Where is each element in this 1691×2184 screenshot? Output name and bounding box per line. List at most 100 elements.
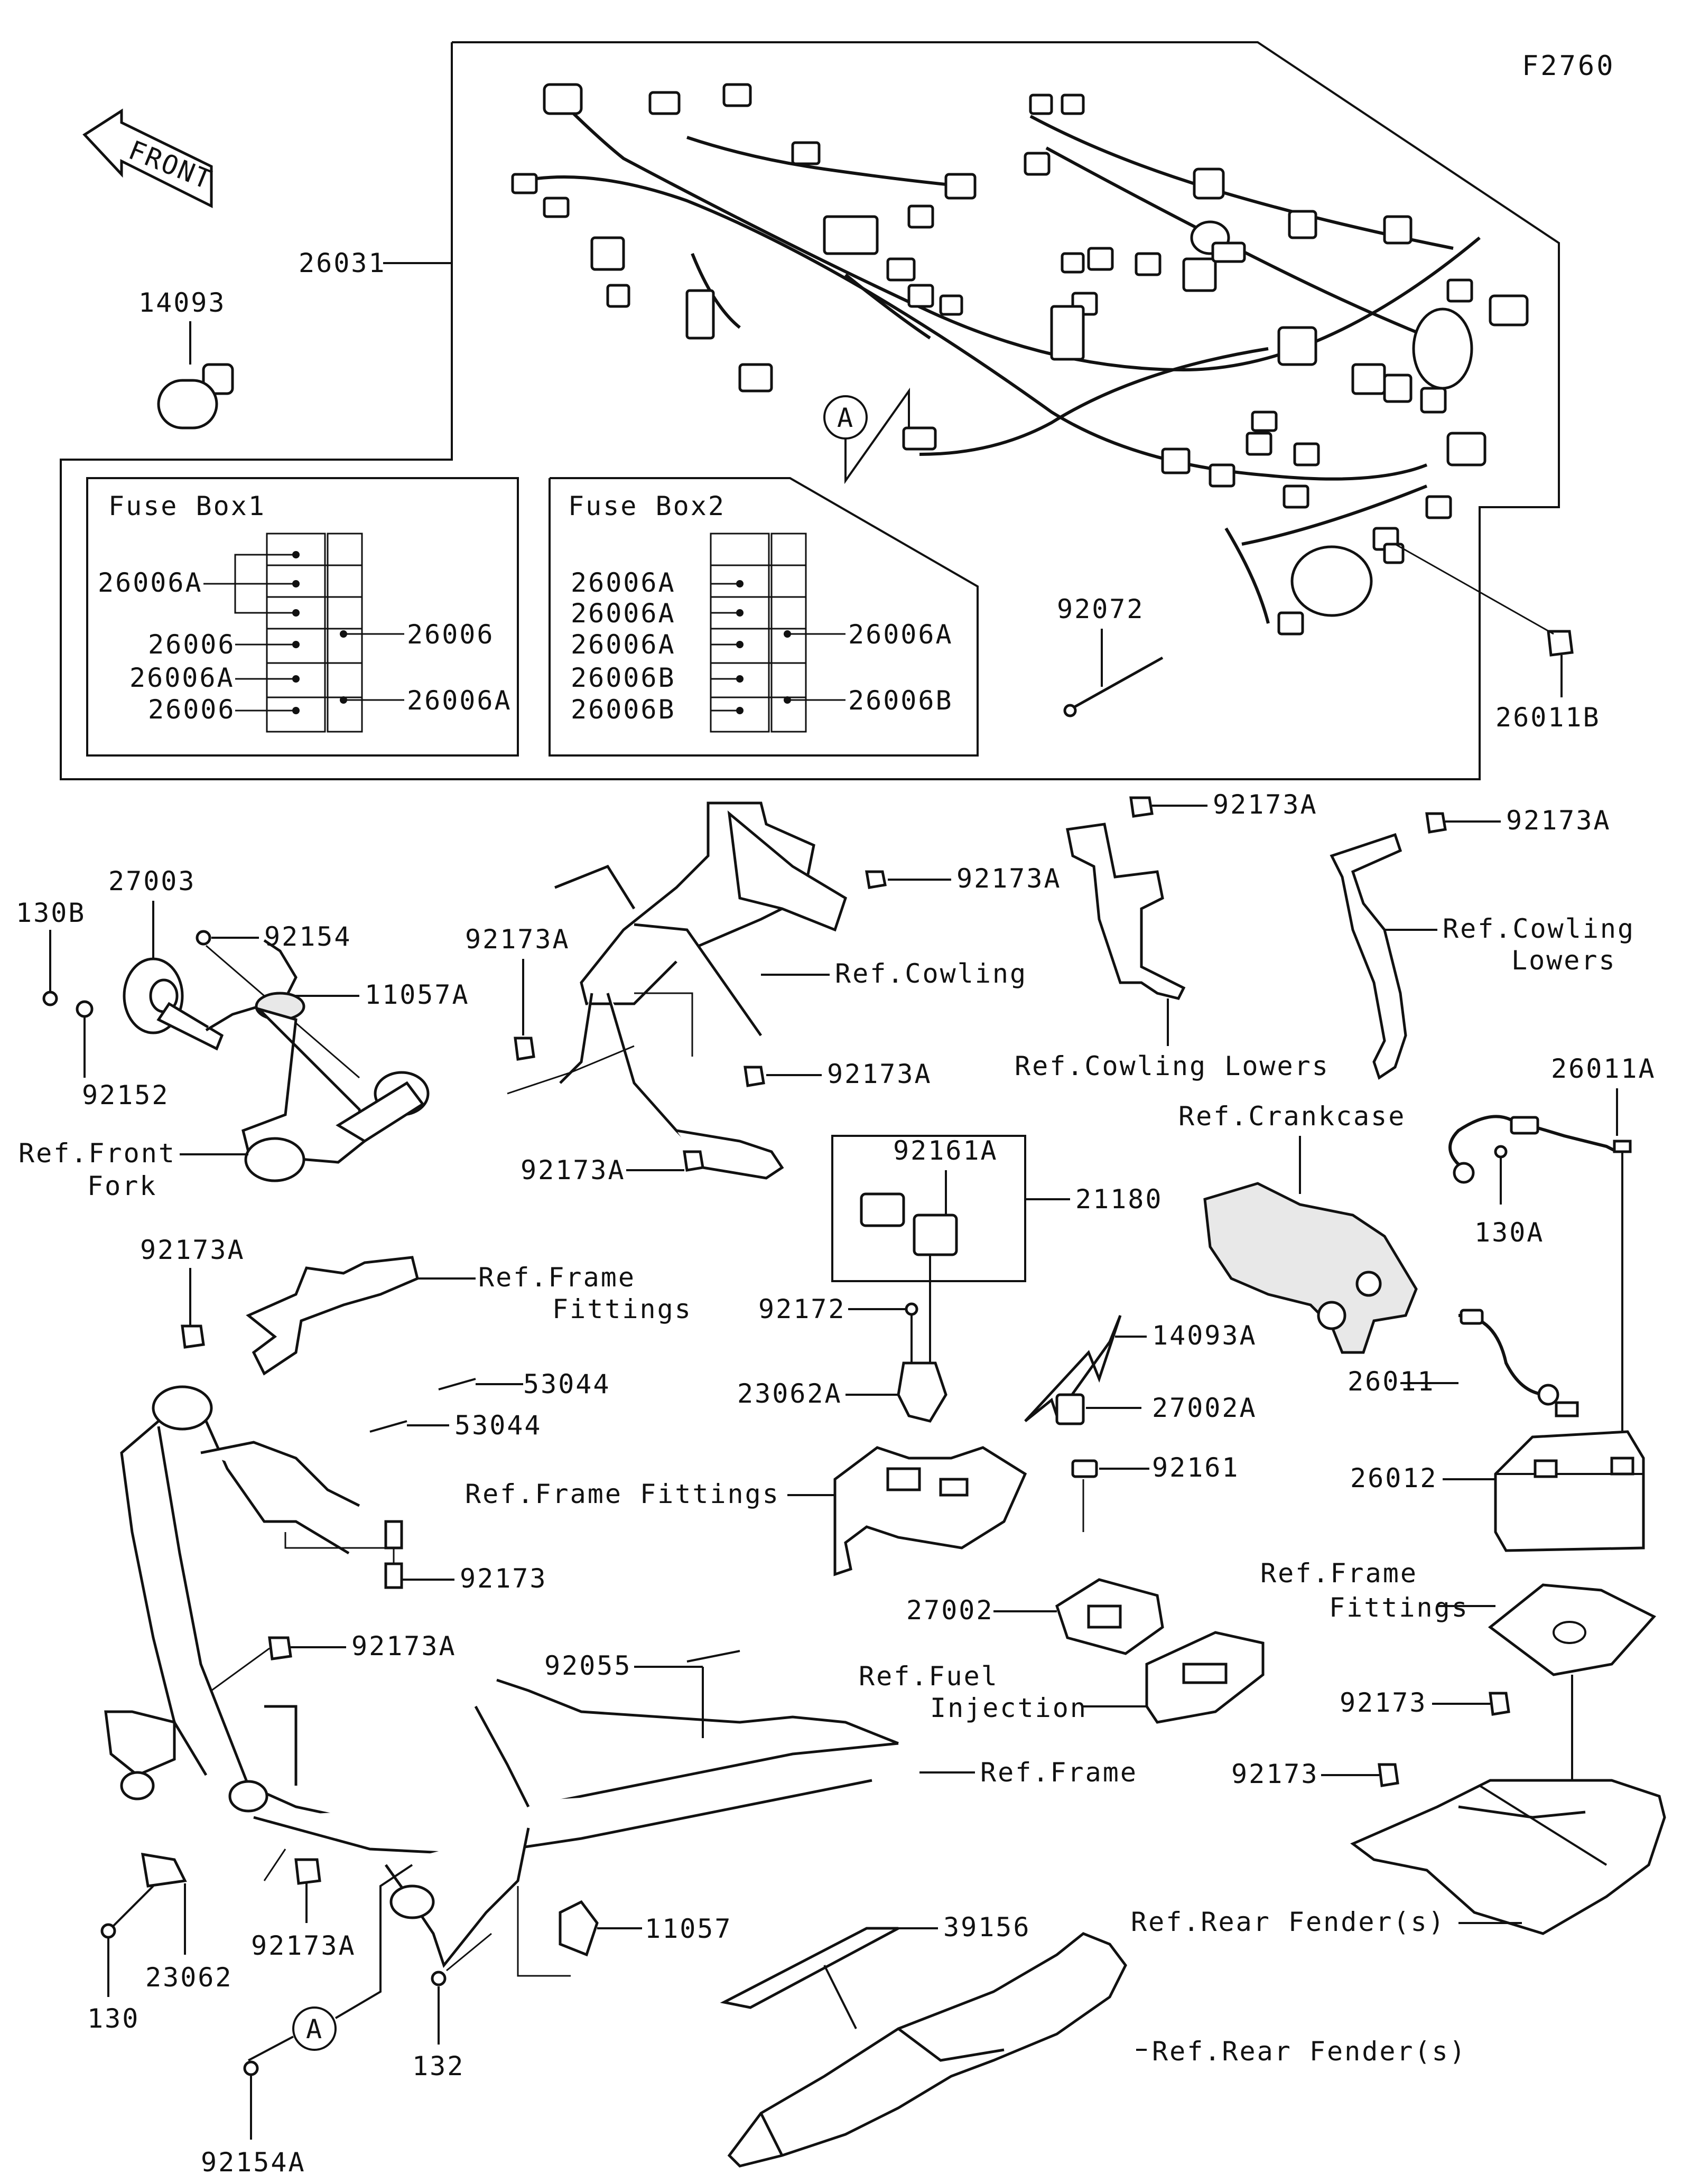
relay-box-frame [831, 1135, 1026, 1282]
label-ref-frame: Ref.Frame [980, 1757, 1138, 1788]
part-cowling-lower-bracket-left [1066, 823, 1186, 1000]
label-130B: 130B [16, 898, 86, 928]
part-rear-fender-tray [1350, 1779, 1666, 1935]
label-92173A-cowl-left: 92173A [465, 924, 570, 955]
part-26011-cable [1458, 1309, 1579, 1417]
part-frame-fitting-pad [1488, 1583, 1657, 1676]
part-crankcase-ref [1203, 1182, 1418, 1354]
label-ref-rear-fender-a: Ref.Rear Fender(s) [1131, 1907, 1446, 1937]
fuse-box-1-left-label-2: 26006 [148, 629, 236, 660]
label-53044-b: 53044 [454, 1410, 542, 1441]
callout-a-label-bottom: A [306, 2014, 323, 2045]
fuse-box-1-right-label-1: 26006 [407, 619, 495, 650]
label-21180: 21180 [1075, 1184, 1163, 1215]
label-92154: 92154 [264, 921, 352, 952]
label-23062A: 23062A [737, 1378, 842, 1409]
callout-a-label-top: A [837, 403, 854, 433]
label-92173A-cowl-lower-left: 92173A [1213, 789, 1318, 820]
part-fuel-injection-bracket [1145, 1631, 1265, 1724]
part-27003-horn [123, 939, 298, 1051]
wire-harness-26031 [511, 83, 1529, 636]
label-ref-frame-fittings-a2: Fittings [552, 1294, 692, 1324]
part-26011B-clip [1547, 630, 1574, 657]
label-14093A: 14093A [1152, 1320, 1257, 1351]
fuse-box-1-title: Fuse Box1 [108, 491, 266, 521]
label-92173A-cowl-mid: 92173A [827, 1059, 932, 1089]
label-92173A-bottom: 92173A [251, 1930, 356, 1961]
part-main-frame [104, 1385, 899, 1968]
label-ref-cowling-lowers-b1: Ref.Cowling [1443, 913, 1635, 944]
label-11057A: 11057A [365, 979, 470, 1010]
label-ref-cowling-lowers-a: Ref.Cowling Lowers [1015, 1051, 1330, 1081]
label-ref-frame-fittings-c2: Fittings [1329, 1592, 1469, 1623]
part-cowling-bracket [554, 801, 848, 1180]
part-23062-bracket [141, 1852, 187, 1888]
label-ref-fuel-injection-1: Ref.Fuel [859, 1661, 999, 1692]
label-ref-front-fork-1: Ref.Front [18, 1138, 176, 1169]
label-92154A: 92154A [201, 2147, 306, 2178]
fuse-box-2-left-label-3: 26006A [571, 629, 676, 660]
label-53044-a: 53044 [523, 1369, 611, 1399]
fuse-box-1: Fuse Box1 26006A 26006 26006A 26006 2600… [86, 477, 519, 757]
label-92173A-cowl-bottom: 92173A [521, 1155, 626, 1186]
label-92172: 92172 [758, 1294, 846, 1324]
label-92173-rear-a: 92173 [1340, 1687, 1427, 1718]
part-92173-clip [384, 1520, 403, 1550]
fuse-box-2-right-label-1: 26006A [848, 619, 953, 650]
fuse-box-1-right-label-2: 26006A [407, 685, 512, 716]
label-26011A: 26011A [1551, 1053, 1656, 1084]
fuse-box-2-left-label-2: 26006A [571, 598, 676, 629]
part-14093A-sheet [1024, 1315, 1122, 1422]
label-130: 130 [87, 2003, 140, 2034]
part-26012-battery [1494, 1430, 1645, 1552]
label-26012: 26012 [1350, 1463, 1438, 1494]
label-ref-crankcase: Ref.Crankcase [1178, 1101, 1406, 1132]
part-rear-fender [727, 1932, 1127, 2168]
label-92173A-cowl-top: 92173A [956, 863, 1062, 894]
part-27002-ecu [1055, 1578, 1164, 1655]
callout-a-circle-bottom [292, 2006, 337, 2051]
label-ref-frame-fittings-a1: Ref.Frame [478, 1262, 636, 1293]
label-92161: 92161 [1152, 1452, 1240, 1483]
fuse-box-2-left-label-1: 26006A [571, 567, 676, 598]
fuse-box-2-right-label-2: 26006B [848, 685, 953, 716]
label-92055: 92055 [544, 1650, 632, 1681]
label-92173-frame: 92173 [460, 1563, 547, 1594]
label-92173A-frame-fit: 92173A [140, 1235, 245, 1265]
fuse-box-1-left-label-1: 26006A [98, 567, 203, 598]
label-92173A-frame: 92173A [351, 1631, 457, 1662]
label-92161A: 92161A [893, 1135, 998, 1166]
part-92072-tie [1072, 656, 1164, 710]
label-92173A-cowl-lower-right: 92173A [1506, 805, 1611, 836]
part-front-fork-clamp [241, 992, 430, 1182]
label-92152: 92152 [82, 1080, 170, 1110]
label-ref-rear-fender-b: Ref.Rear Fender(s) [1152, 2036, 1467, 2067]
label-ref-fuel-injection-2: Injection [930, 1693, 1088, 1723]
label-ref-cowling: Ref.Cowling [835, 958, 1027, 989]
label-92173-rear-b: 92173 [1231, 1759, 1319, 1789]
label-23062: 23062 [145, 1962, 233, 1993]
part-39156-sheet [720, 1927, 899, 2009]
label-92072: 92072 [1057, 594, 1145, 624]
label-26031: 26031 [299, 248, 386, 278]
fuse-box-2-left-label-4: 26006B [571, 662, 676, 693]
fuse-box-2-left-label-5: 26006B [571, 694, 676, 725]
label-39156: 39156 [943, 1912, 1031, 1943]
part-23062A-bracket [897, 1361, 947, 1423]
fuse-box-1-left-label-3: 26006A [129, 662, 235, 693]
label-ref-frame-fittings-b: Ref.Frame Fittings [465, 1479, 780, 1509]
label-11057: 11057 [645, 1914, 732, 1944]
fuse-box-1-left-label-4: 26006 [148, 694, 236, 725]
label-14093: 14093 [138, 287, 226, 318]
front-direction-arrow-icon: FRONT [82, 108, 217, 209]
part-frame-fitting-left [246, 1256, 419, 1376]
label-ref-frame-fittings-c1: Ref.Frame [1260, 1558, 1418, 1589]
label-27003: 27003 [108, 866, 196, 897]
label-26011B: 26011B [1495, 702, 1601, 733]
label-27002A: 27002A [1152, 1393, 1257, 1423]
label-27002: 27002 [906, 1595, 994, 1626]
fuse-box-2: Fuse Box2 26006A 26006A 26006A 26006B 26… [549, 477, 979, 757]
part-14093-cap [157, 363, 234, 430]
